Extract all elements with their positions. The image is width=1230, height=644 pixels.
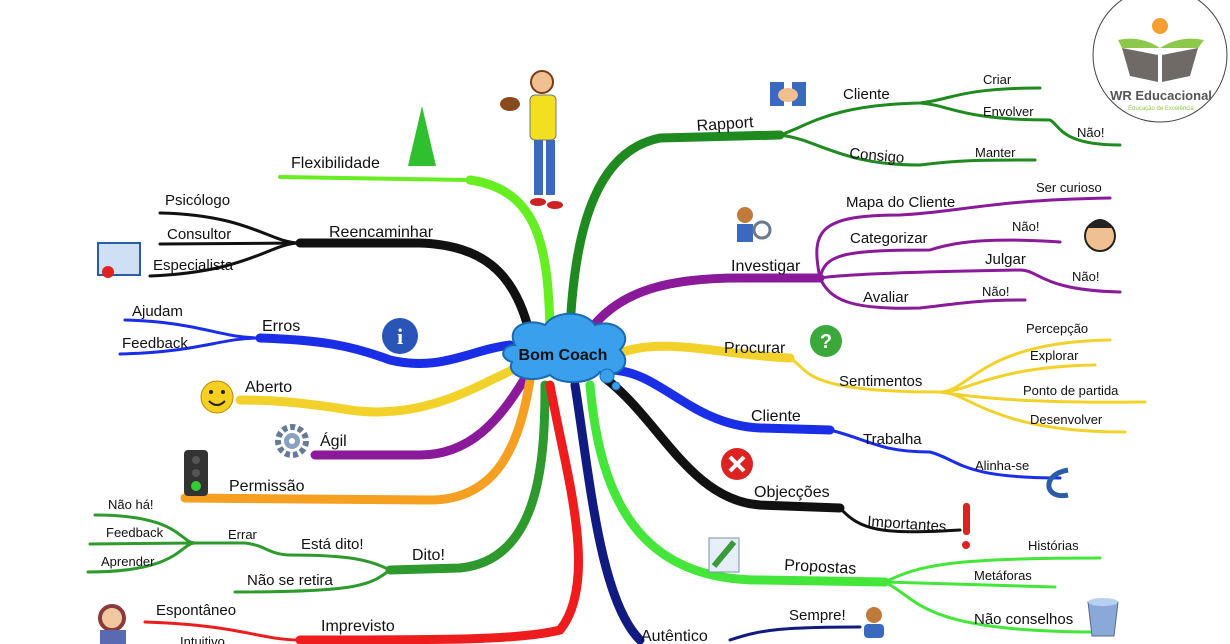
svg-text:?: ? — [820, 331, 832, 353]
label-autentico: Autêntico — [641, 628, 708, 644]
branch-permissao: Permissão — [180, 375, 535, 505]
label-criar: Criar — [983, 72, 1012, 87]
person-icon — [864, 607, 884, 638]
label-imprevisto: Imprevisto — [321, 618, 395, 635]
label-propostas: Propostas — [784, 557, 857, 578]
label-objeccoes: Objecções — [754, 484, 830, 501]
label-ponto-de-partida: Ponto de partida — [1023, 383, 1119, 398]
label-nao-julgar: Não! — [1072, 269, 1099, 284]
branch-imprevisto: Imprevisto Espontâneo Intuitivo — [98, 380, 584, 644]
label-errar: Errar — [228, 527, 258, 542]
handshake-icon — [770, 82, 806, 106]
branch-rapport: Rapport Cliente Consigo Criar Envolver N… — [565, 72, 1122, 335]
label-metaforas: Metáforas — [974, 568, 1032, 583]
branch-aberto: Aberto — [200, 365, 517, 417]
label-nao-se-retira: Não se retira — [247, 572, 334, 589]
label-julgar: Julgar — [985, 251, 1026, 268]
info-icon: i — [382, 318, 418, 354]
branch-flexibilidade: Flexibilidade — [278, 106, 555, 335]
label-procurar: Procurar — [724, 340, 786, 357]
label-cliente: Cliente — [751, 408, 801, 425]
branch-reencaminhar: Reencaminhar Psicólogo Consultor Especia… — [97, 192, 535, 340]
label-nao-ha: Não há! — [108, 497, 154, 512]
label-nao-categorizar: Não! — [1012, 219, 1039, 234]
label-intuitivo: Intuitivo — [180, 634, 225, 644]
green-cone-icon — [408, 106, 436, 166]
label-permissao: Permissão — [229, 478, 305, 495]
label-aberto: Aberto — [245, 379, 292, 396]
x-icon — [721, 448, 753, 480]
label-manter: Manter — [975, 145, 1016, 160]
label-flexibilidade: Flexibilidade — [291, 155, 380, 172]
label-nao-rapport: Não! — [1077, 125, 1104, 140]
center-node: Bom Coach — [502, 312, 627, 391]
label-consigo: Consigo — [849, 145, 905, 167]
branch-investigar: Investigar Mapa do Cliente Ser curioso C… — [585, 180, 1122, 335]
label-categorizar: Categorizar — [850, 230, 928, 247]
label-sentimentos: Sentimentos — [839, 373, 922, 390]
curved-arrow-icon — [1046, 467, 1069, 499]
label-reencaminhar: Reencaminhar — [329, 224, 434, 241]
question-icon: ? — [810, 325, 842, 357]
label-psicologo: Psicólogo — [165, 192, 230, 209]
branch-objeccoes: Objecções Importantes — [600, 373, 970, 549]
woman-icon — [98, 604, 126, 644]
exclamation-icon — [962, 503, 970, 549]
face-icon — [1084, 219, 1116, 252]
label-consultor: Consultor — [167, 226, 231, 243]
branch-cliente: Cliente Trabalha Alinha-se — [605, 365, 1069, 499]
branch-dito: Dito! Está dito! Não se retira Errar Não… — [86, 380, 550, 594]
svg-text:i: i — [397, 324, 403, 349]
pencil-icon — [708, 537, 740, 573]
gear-icon — [275, 424, 309, 458]
label-alinha-se: Alinha-se — [975, 458, 1029, 473]
traffic-light-icon — [184, 450, 208, 496]
branch-erros: Erros Ajudam Feedback i — [118, 303, 515, 368]
label-mapa-do-cliente: Mapa do Cliente — [846, 194, 955, 211]
label-feedback: Feedback — [122, 335, 188, 352]
smiley-icon — [200, 380, 234, 414]
label-esta-dito: Está dito! — [301, 536, 364, 553]
logo-name: WR Educacional — [1110, 88, 1212, 103]
label-investigar: Investigar — [731, 258, 801, 275]
certificate-icon — [97, 242, 141, 278]
label-feedback-dito: Feedback — [106, 525, 164, 540]
label-trabalha: Trabalha — [863, 431, 922, 448]
label-aprender: Aprender — [101, 554, 155, 569]
trash-icon — [1087, 598, 1119, 637]
label-ajudam: Ajudam — [132, 303, 183, 320]
wr-educacional-logo: WR Educacional Educação de Excelência — [1092, 0, 1228, 123]
logo-tagline: Educação de Excelência — [1128, 106, 1194, 112]
label-percepcao: Percepção — [1026, 321, 1088, 336]
label-nao-avaliar: Não! — [982, 284, 1009, 299]
label-historias: Histórias — [1028, 538, 1079, 553]
branch-procurar: Procurar Sentimentos Percepção Explorar … — [610, 321, 1147, 434]
label-espontaneo: Espontâneo — [156, 602, 236, 619]
label-desenvolver: Desenvolver — [1030, 412, 1103, 427]
coach-figure-icon — [500, 70, 563, 209]
label-avaliar: Avaliar — [863, 289, 909, 306]
label-sempre: Sempre! — [789, 607, 846, 624]
label-dito: Dito! — [412, 547, 445, 564]
label-erros: Erros — [262, 318, 300, 335]
label-agil: Ágil — [320, 431, 347, 450]
person-search-icon — [737, 207, 772, 242]
label-ser-curioso: Ser curioso — [1036, 180, 1102, 195]
label-cliente-rapport: Cliente — [843, 86, 890, 103]
branch-agil: Ágil — [275, 373, 530, 460]
center-label: Bom Coach — [519, 347, 608, 364]
branch-autentico: Autêntico Sempre! — [570, 380, 884, 644]
label-explorar: Explorar — [1030, 348, 1079, 363]
label-envolver: Envolver — [983, 104, 1034, 119]
label-nao-conselhos: Não conselhos — [974, 611, 1073, 628]
label-rapport: Rapport — [696, 114, 755, 135]
label-especialista: Especialista — [153, 257, 234, 274]
branch-propostas: Propostas Histórias Metáforas Não consel… — [585, 380, 1119, 637]
label-importantes: Importantes — [867, 513, 947, 535]
